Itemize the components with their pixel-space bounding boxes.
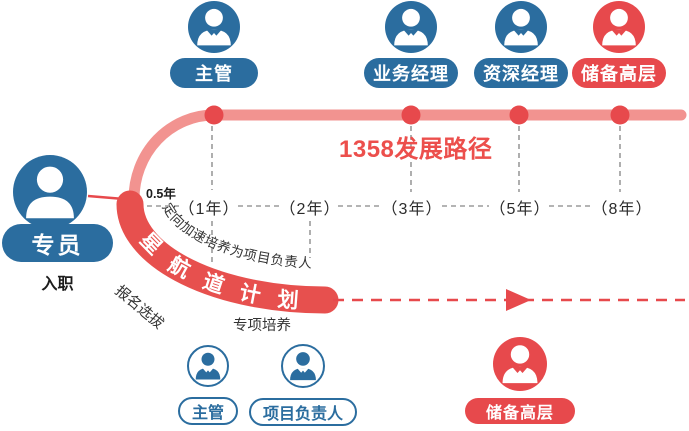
person-suit-icon	[385, 1, 437, 53]
role-pill-reserve-executive: 储备高层	[572, 58, 666, 88]
outcome-pill-project-leader: 项目负责人	[248, 398, 357, 426]
person-suit-icon	[188, 1, 240, 53]
role-label: 资深经理	[483, 64, 559, 84]
person-suit-icon	[495, 1, 547, 53]
role-pill-supervisor: 主管	[170, 58, 258, 88]
role-group-supervisor: 主管	[154, 1, 274, 88]
milestone-dot-5yr	[509, 105, 529, 125]
person-suit-icon	[593, 1, 645, 53]
person-suit-icon	[281, 344, 325, 388]
role-label: 储备高层	[581, 64, 657, 84]
year-label-1: （1年）	[178, 201, 240, 218]
milestone-dot-8yr	[610, 105, 630, 125]
timeline-dashed-lines	[147, 126, 621, 262]
triangle-arrow-icon	[506, 289, 531, 311]
role-label: 主管	[191, 405, 224, 422]
half-year-label: 0.5年	[146, 187, 176, 201]
role-label: 专员	[31, 232, 84, 258]
role-group-reserve-executive: 储备高层	[559, 1, 679, 88]
milestone-dot-1yr	[204, 105, 224, 125]
person-suit-icon	[187, 345, 229, 387]
diagram-title: 1358发展路径	[339, 136, 493, 163]
role-label: 主管	[195, 64, 233, 84]
outcome-group-supervisor: 主管	[148, 345, 268, 425]
person-suit-icon	[493, 337, 547, 391]
year-label-2: （2年）	[279, 201, 341, 218]
milestone-dot-3yr	[401, 105, 421, 125]
role-pill-business-manager: 业务经理	[364, 58, 458, 88]
year-label-8: （8年）	[591, 201, 653, 218]
development-path-line	[128, 109, 687, 205]
outcome-group-reserve-executive: 储备高层	[460, 337, 580, 424]
entry-status-label: 入职	[41, 276, 74, 293]
outcome-group-project-leader: 项目负责人	[243, 344, 363, 426]
outcome-pill-supervisor: 主管	[177, 397, 238, 425]
role-label: 项目负责人	[262, 406, 343, 423]
role-group-senior-manager: 资深经理	[461, 1, 581, 88]
role-label: 储备高层	[485, 405, 554, 422]
role-group-business-manager: 业务经理	[351, 1, 471, 88]
role-pill-specialist: 专员	[2, 224, 113, 262]
special-training-label: 专项培养	[233, 318, 291, 334]
year-label-5: （5年）	[489, 201, 551, 218]
outcome-pill-reserve-executive: 储备高层	[464, 398, 575, 424]
person-simple-icon	[13, 155, 87, 229]
year-label-3: （3年）	[381, 201, 443, 218]
role-label: 业务经理	[373, 64, 449, 84]
role-pill-senior-manager: 资深经理	[474, 58, 568, 88]
star-channel-band	[116, 190, 339, 314]
